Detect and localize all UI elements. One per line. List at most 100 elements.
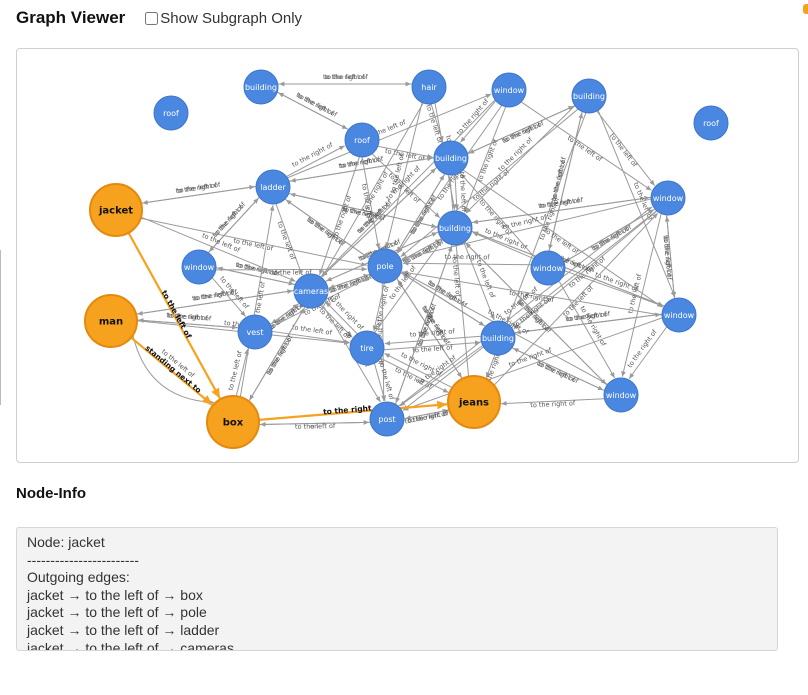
node-circle[interactable] <box>571 78 607 114</box>
node-circle[interactable] <box>344 122 380 158</box>
node-circle[interactable] <box>237 314 273 350</box>
edge <box>385 102 423 248</box>
node-label[interactable]: box <box>223 418 244 429</box>
node-label[interactable]: roof <box>163 109 179 118</box>
node-label[interactable]: building <box>573 92 605 101</box>
graph-node-post[interactable]: post <box>369 401 405 437</box>
node-label[interactable]: man <box>99 317 123 328</box>
edge <box>286 145 345 177</box>
node-circle[interactable] <box>206 395 260 449</box>
node-circle[interactable] <box>437 210 473 246</box>
graph-node-building2[interactable]: building <box>571 78 607 114</box>
edge-label: to the right of <box>530 399 576 409</box>
edge <box>564 270 664 307</box>
edge <box>235 348 249 397</box>
node-label[interactable]: building <box>245 83 277 92</box>
edge <box>371 153 441 219</box>
graph-node-building5[interactable]: building <box>480 320 516 356</box>
graph-node-cameras[interactable]: cameras <box>293 273 329 309</box>
graph-node-jeans[interactable]: jeans <box>447 375 501 429</box>
graph-node-building3[interactable]: building <box>433 140 469 176</box>
graph-node-roof3[interactable]: roof <box>693 105 729 141</box>
node-label[interactable]: tire <box>360 344 373 353</box>
graph-node-window5[interactable]: window <box>661 297 697 333</box>
node-label[interactable]: building <box>482 334 514 343</box>
edge <box>468 105 575 154</box>
graph-node-jacket[interactable]: jacket <box>89 183 143 237</box>
graph-node-ladder[interactable]: ladder <box>255 169 291 205</box>
node-label[interactable]: building <box>439 224 471 233</box>
graph-node-window4[interactable]: window <box>530 250 566 286</box>
node-circle[interactable] <box>603 377 639 413</box>
node-label[interactable]: roof <box>354 136 370 145</box>
edge <box>472 231 534 259</box>
node-label[interactable]: window <box>606 391 637 400</box>
node-circle[interactable] <box>447 375 501 429</box>
edge <box>132 335 215 405</box>
show-subgraph-label[interactable]: Show Subgraph Only <box>160 9 303 27</box>
graph-node-window1[interactable]: window <box>491 72 527 108</box>
node-circle[interactable] <box>84 294 138 348</box>
node-label[interactable]: hair <box>421 83 437 92</box>
graph-node-building4[interactable]: building <box>437 210 473 246</box>
node-circle[interactable] <box>491 72 527 108</box>
node-circle[interactable] <box>293 273 329 309</box>
node-label[interactable]: window <box>184 263 215 272</box>
node-circle[interactable] <box>181 249 217 285</box>
show-subgraph-toggle[interactable]: Show Subgraph Only <box>145 10 302 27</box>
graph-node-roof2[interactable]: roof <box>344 122 380 158</box>
node-label[interactable]: post <box>378 415 395 424</box>
node-label[interactable]: building <box>435 154 467 163</box>
nodes-layer[interactable]: building hair window building roof roof roof bu… <box>84 69 729 449</box>
node-label[interactable]: window <box>653 194 684 203</box>
node-circle[interactable] <box>153 95 189 131</box>
node-label[interactable]: window <box>494 86 525 95</box>
graph-node-box[interactable]: box <box>206 395 260 449</box>
node-circle[interactable] <box>661 297 697 333</box>
node-label[interactable]: window <box>664 311 695 320</box>
graph-node-man[interactable]: man <box>84 294 138 348</box>
node-label[interactable]: cameras <box>294 287 328 296</box>
edge <box>137 290 294 316</box>
graph-node-pole[interactable]: pole <box>367 248 403 284</box>
node-circle[interactable] <box>369 401 405 437</box>
edge <box>564 208 656 262</box>
node-label[interactable]: pole <box>376 262 393 271</box>
node-circle[interactable] <box>349 330 385 366</box>
node-circle[interactable] <box>411 69 447 105</box>
node-circle[interactable] <box>530 250 566 286</box>
node-circle[interactable] <box>243 69 279 105</box>
node-circle[interactable] <box>367 248 403 284</box>
node-circle[interactable] <box>693 105 729 141</box>
node-label[interactable]: jeans <box>458 398 489 409</box>
node-label[interactable]: window <box>533 264 564 273</box>
edge <box>289 156 433 182</box>
graph-node-window2[interactable]: window <box>181 249 217 285</box>
page-title: Graph Viewer <box>16 8 126 27</box>
graph-node-window6[interactable]: window <box>603 377 639 413</box>
node-label[interactable]: ladder <box>260 183 286 192</box>
graph-node-roof1[interactable]: roof <box>153 95 189 131</box>
node-circle[interactable] <box>433 140 469 176</box>
node-circle[interactable] <box>480 320 516 356</box>
node-circle[interactable] <box>255 169 291 205</box>
node-label[interactable]: jacket <box>98 206 133 217</box>
node-circle[interactable] <box>650 180 686 216</box>
show-subgraph-checkbox[interactable] <box>145 11 159 25</box>
edge <box>460 100 497 143</box>
graph-node-tire[interactable]: tire <box>349 330 385 366</box>
edge <box>471 230 664 307</box>
graph-node-hair[interactable]: hair <box>411 69 447 105</box>
edge-label: to the left of <box>324 73 365 81</box>
edge <box>401 272 486 327</box>
node-circle[interactable] <box>89 183 143 237</box>
graph-node-window3[interactable]: window <box>650 180 686 216</box>
edge <box>275 203 303 276</box>
node-label[interactable]: vest <box>247 328 264 337</box>
node-label[interactable]: roof <box>703 119 719 128</box>
node-info-panel[interactable]: Node: jacket------------------------Outg… <box>16 527 778 651</box>
graph-node-vest[interactable]: vest <box>237 314 273 350</box>
graph-node-building1[interactable]: building <box>243 69 279 105</box>
